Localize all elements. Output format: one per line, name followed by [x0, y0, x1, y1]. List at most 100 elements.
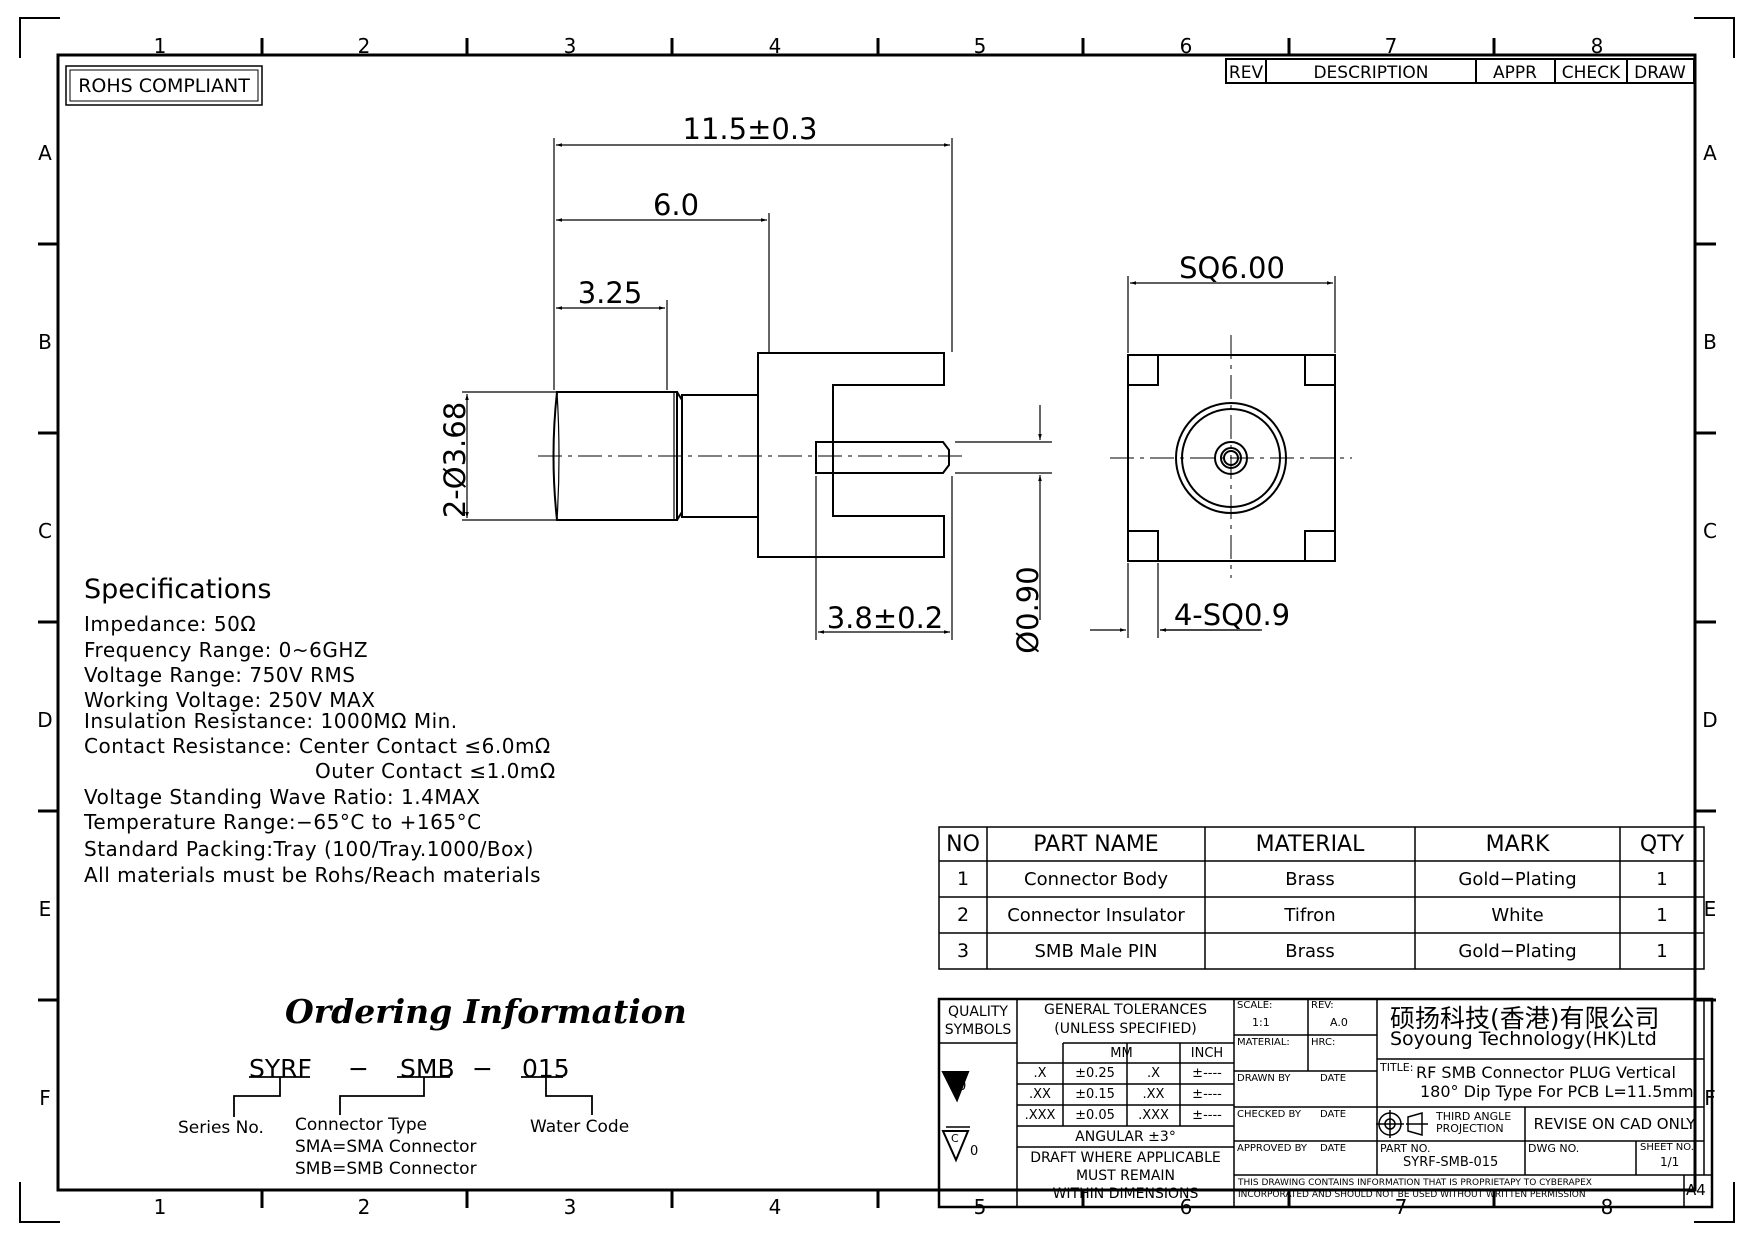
col-number: 5 — [974, 34, 987, 58]
header-part-name: PART NAME — [1033, 831, 1159, 857]
connector-option: SMB=SMB Connector — [295, 1159, 477, 1179]
tol-cell: .XX — [1029, 1087, 1051, 1102]
draft-note: MUST REMAIN — [1075, 1167, 1176, 1184]
check-header: CHECK — [1562, 63, 1621, 83]
description-header: DESCRIPTION — [1313, 63, 1428, 83]
drawn-by-label: DRAWN BY — [1237, 1073, 1291, 1084]
tol-cell: .X — [1146, 1066, 1161, 1081]
dim-pin-length: 3.8±0.2 — [827, 601, 944, 635]
spec-line: Working Voltage: 250V MAX — [84, 688, 376, 712]
connector-type-label: Connector Type — [295, 1115, 428, 1135]
row-letter: C — [1703, 519, 1717, 543]
row-letter: B — [1703, 330, 1717, 354]
table-cell: Brass — [1285, 868, 1335, 890]
scale-label: SCALE: — [1237, 1000, 1273, 1011]
dim-nut-length: 3.25 — [578, 276, 643, 310]
proprietary-note: INCORPORATED AND SHOULD NOT BE USED WITH… — [1238, 1190, 1586, 1200]
col-number: 6 — [1180, 34, 1193, 58]
water-code-label: Water Code — [530, 1117, 630, 1137]
quality-symbols-label: QUALITY SYMBOLS — [944, 1004, 1012, 1038]
table-cell: 1 — [1656, 868, 1668, 890]
spec-line: Outer Contact ≤1.0mΩ — [315, 759, 556, 783]
side-view-dimension-text: 11.5±0.3 6.0 3.25 3.8±0.2 2-Ø3.68 Ø0.90 — [438, 112, 1045, 654]
approved-by-label: APPROVED BY — [1237, 1143, 1308, 1154]
unless-specified-label: (UNLESS SPECIFIED) — [1054, 1021, 1197, 1037]
col-number: 1 — [154, 1195, 167, 1219]
tol-cell: .X — [1033, 1066, 1047, 1081]
row-letter: D — [37, 708, 52, 732]
row-letter: C — [38, 519, 52, 543]
table-cell: 3 — [956, 940, 970, 962]
quality-symbol-suffix: 0 — [970, 1144, 979, 1159]
row-letter: A — [1703, 141, 1717, 165]
draw-header: DRAW — [1634, 63, 1686, 83]
rev-header: REV — [1229, 63, 1264, 83]
date-label: DATE — [1320, 1073, 1347, 1084]
table-cell: Connector Body — [1024, 868, 1168, 890]
table-cell: Tifron — [1284, 904, 1336, 926]
row-letter: D — [1702, 708, 1717, 732]
material-label: MATERIAL: — [1237, 1037, 1290, 1048]
part-no-label: PART NO. — [1380, 1142, 1431, 1155]
front-view — [1110, 335, 1352, 578]
rohs-box: ROHS COMPLIANT — [65, 65, 263, 106]
header-mark: MARK — [1485, 831, 1550, 857]
table-cell: White — [1491, 904, 1544, 926]
spec-line: Temperature Range:−65°C to +165°C — [84, 810, 482, 834]
table-cell: 1 — [1656, 940, 1668, 962]
spec-line: Frequency Range: 0~6GHZ — [84, 638, 369, 662]
revision-header — [1225, 58, 1695, 84]
spec-line: Impedance: 50Ω — [84, 612, 257, 636]
tol-cell: ±0.25 — [1075, 1066, 1115, 1081]
spec-line: Voltage Standing Wave Ratio: 1.4MAX — [84, 785, 481, 809]
angular-tolerance: ANGULAR ±3° — [1075, 1128, 1176, 1145]
col-number: 4 — [769, 1195, 782, 1219]
quality-symbol-outline — [941, 1126, 970, 1163]
third-angle-label: PROJECTION — [1436, 1122, 1504, 1135]
rev-value: A.0 — [1330, 1016, 1348, 1029]
tol-cell: ±0.05 — [1075, 1108, 1115, 1123]
tol-cell: ±0.15 — [1075, 1087, 1115, 1102]
tol-cell: ±---- — [1192, 1087, 1222, 1102]
col-number: 7 — [1385, 34, 1398, 58]
table-cell: 1 — [1656, 904, 1668, 926]
dwg-no-label: DWG NO. — [1528, 1142, 1580, 1155]
table-cell: 2 — [956, 904, 970, 926]
front-view-dimensions — [1090, 276, 1336, 638]
spec-line: Contact Resistance: Center Contact ≤6.0m… — [84, 734, 551, 758]
date-label: DATE — [1320, 1109, 1347, 1120]
col-number: 1 — [154, 34, 167, 58]
header-material: MATERIAL — [1255, 831, 1365, 857]
table-cell: 1 — [956, 868, 970, 890]
third-angle-projection-icon — [1376, 1110, 1428, 1138]
mm-header: MM — [1110, 1045, 1133, 1061]
drawing-title-line2: 180° Dip Type For PCB L=11.5mm — [1420, 1082, 1694, 1101]
col-number: 2 — [358, 34, 371, 58]
paper-size: A4 — [1686, 1181, 1706, 1199]
header-no: NO — [946, 831, 980, 857]
code-water: 015 — [522, 1054, 570, 1083]
row-letter: E — [1704, 897, 1717, 921]
code-type: SMB — [400, 1054, 455, 1083]
title-block-grid — [937, 997, 1714, 1209]
table-cell: Connector Insulator — [1007, 904, 1185, 926]
code-series: SYRF — [249, 1054, 312, 1083]
third-angle-label: THIRD ANGLE — [1436, 1110, 1512, 1123]
rev-label: REV: — [1311, 1000, 1334, 1011]
title-label: TITLE: — [1380, 1061, 1414, 1074]
col-number: 8 — [1591, 34, 1604, 58]
proprietary-note: THIS DRAWING CONTAINS INFORMATION THAT I… — [1238, 1178, 1592, 1188]
appr-header: APPR — [1493, 63, 1537, 83]
scale-value: 1:1 — [1252, 1016, 1270, 1029]
series-label: Series No. — [178, 1118, 264, 1138]
row-letters-left: A B C D E F — [37, 141, 52, 1110]
tol-cell: .XXX — [1138, 1108, 1169, 1123]
tol-cell: ±---- — [1192, 1108, 1222, 1123]
row-letter: A — [38, 141, 52, 165]
col-number: 4 — [769, 34, 782, 58]
row-letter: F — [1704, 1086, 1716, 1110]
column-numbers-top: 1 2 3 4 5 6 7 8 — [154, 34, 1604, 58]
checked-by-label: CHECKED BY — [1237, 1109, 1301, 1120]
quality-symbol-c: C — [951, 1132, 959, 1145]
dim-overall-length: 11.5±0.3 — [683, 112, 818, 146]
